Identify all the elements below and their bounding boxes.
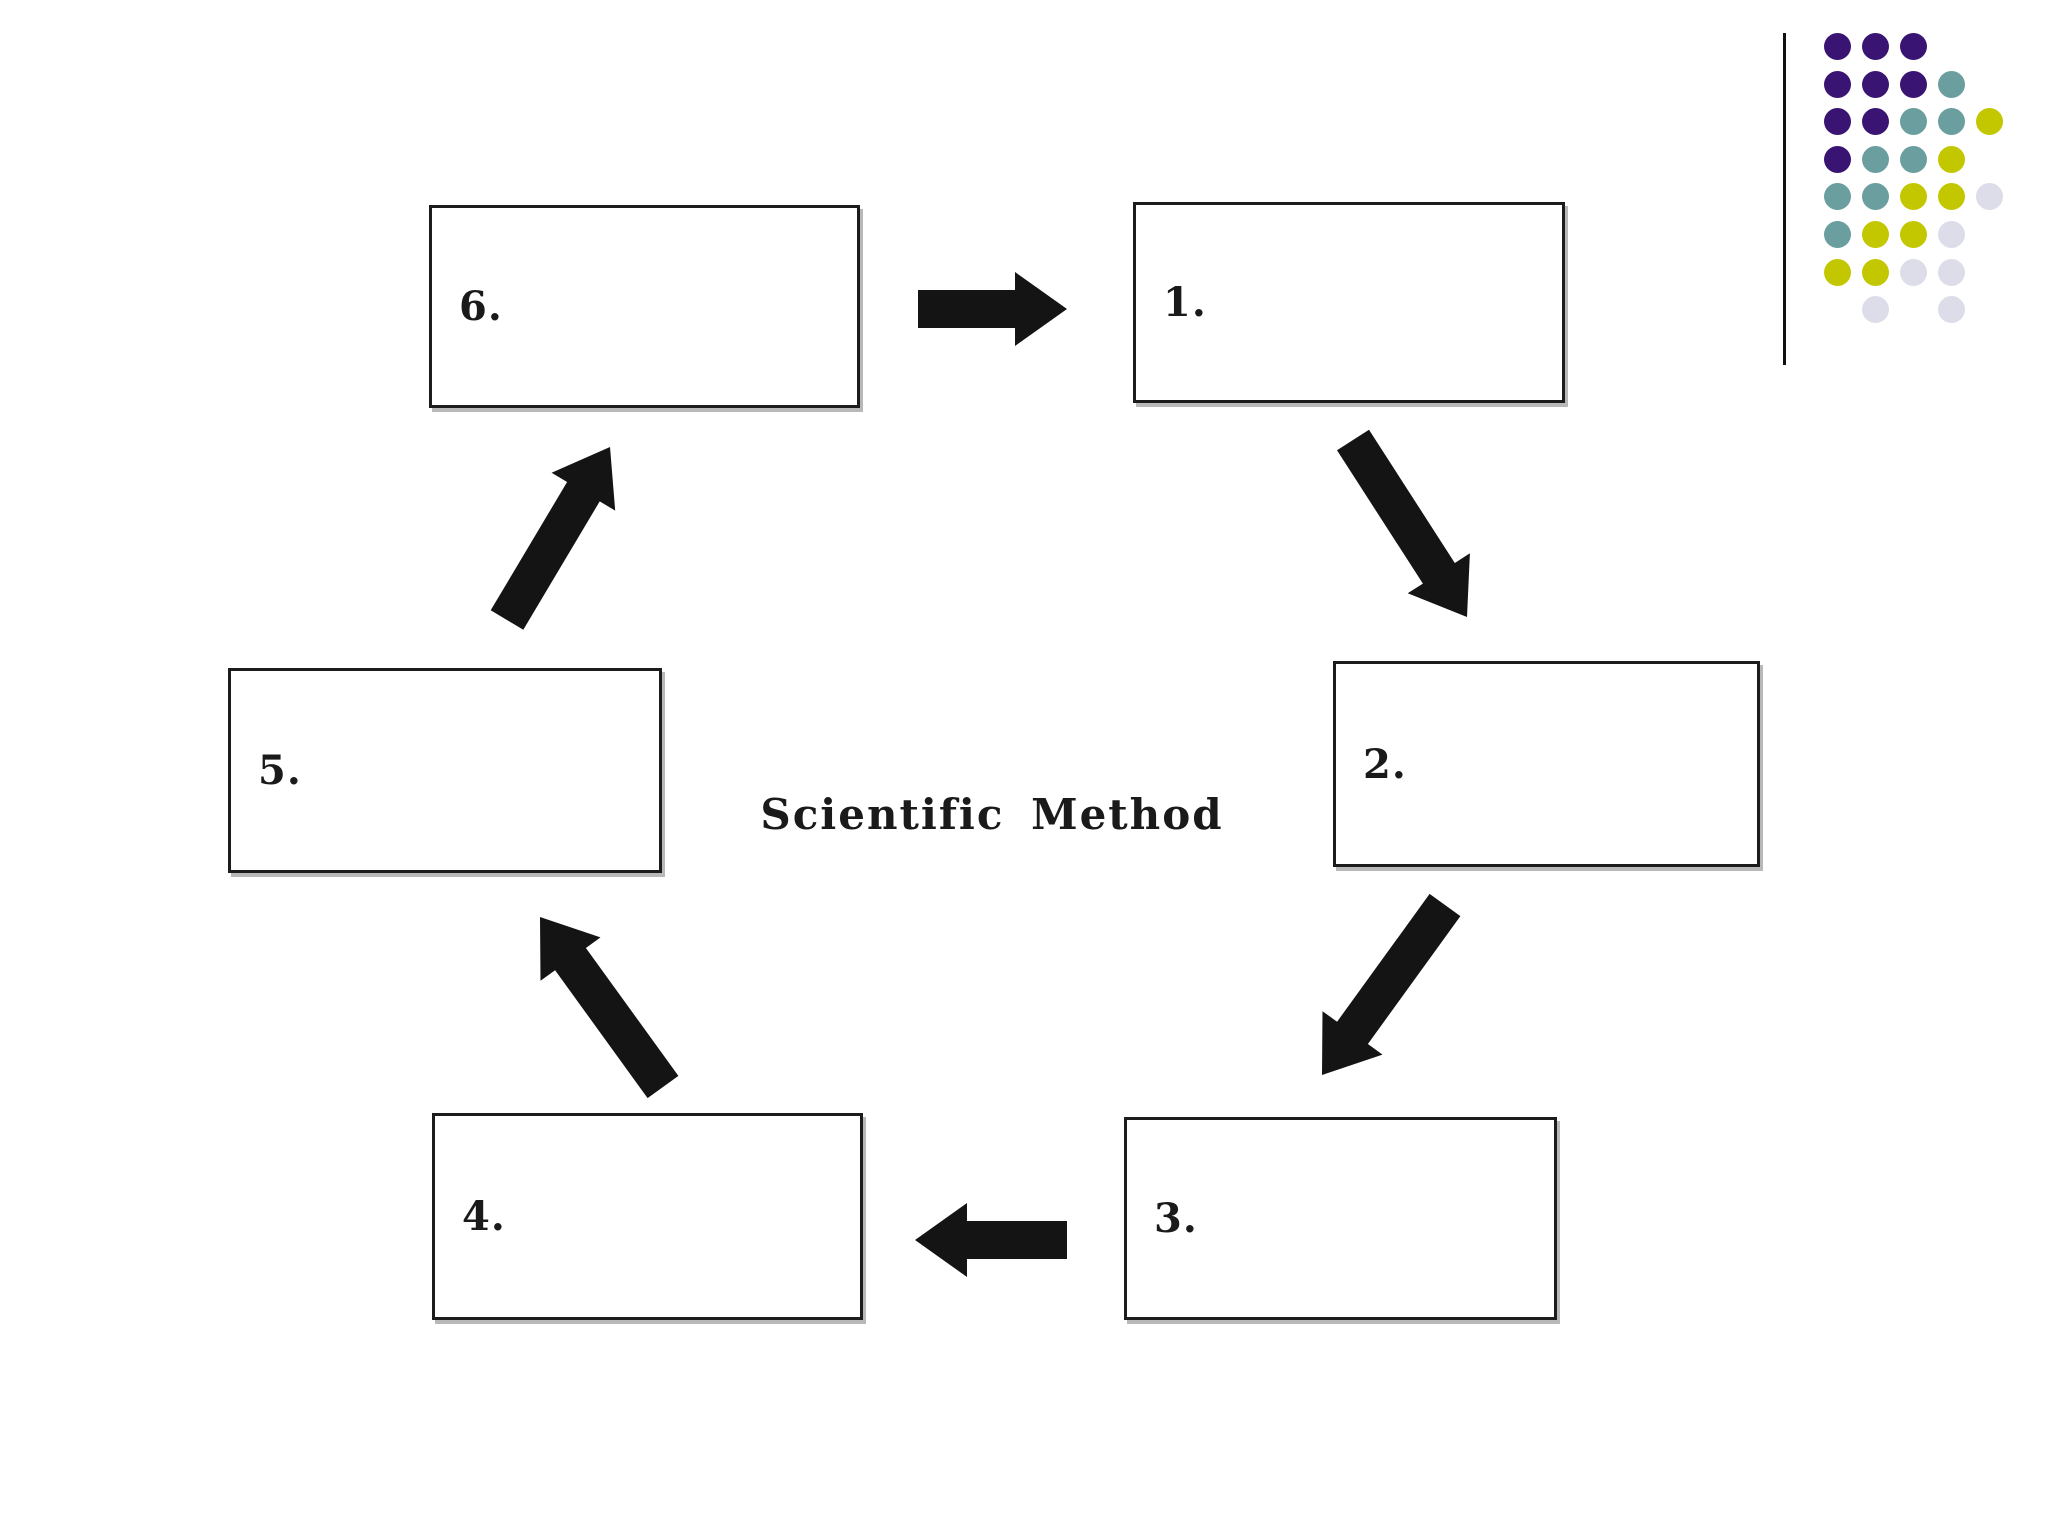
decorative-dot bbox=[1862, 221, 1889, 248]
decorative-dot bbox=[1824, 145, 1851, 173]
flow-box-6: 6. bbox=[429, 205, 860, 408]
decorative-dot bbox=[1900, 183, 1927, 211]
decorative-dot bbox=[1900, 108, 1927, 136]
decorative-dot bbox=[1900, 33, 1927, 60]
decorative-dot bbox=[1862, 108, 1889, 136]
box-2-number: 2. bbox=[1363, 740, 1407, 788]
decorative-dot bbox=[1900, 221, 1927, 248]
dot-pattern-decoration bbox=[1824, 33, 2044, 333]
box-1-number: 1. bbox=[1163, 279, 1207, 326]
flow-box-2: 2. bbox=[1333, 661, 1760, 867]
arrow-6-to-1 bbox=[918, 272, 1067, 346]
flow-box-3: 3. bbox=[1124, 1117, 1557, 1320]
decorative-dot bbox=[1862, 296, 1889, 324]
decorative-dot bbox=[1824, 33, 1851, 60]
box-6-number: 6. bbox=[459, 283, 503, 330]
decorative-dot bbox=[1824, 183, 1851, 211]
decorative-dot bbox=[1938, 258, 1965, 286]
decorative-dot bbox=[1976, 108, 2003, 136]
decorative-dot bbox=[1862, 33, 1889, 60]
decorative-dot bbox=[1824, 70, 1851, 98]
arrow-5-to-6 bbox=[490, 447, 616, 630]
decorative-dot bbox=[1824, 258, 1851, 286]
decorative-dot bbox=[1938, 145, 1965, 173]
decorative-dot bbox=[1900, 258, 1927, 286]
decorative-dot bbox=[1862, 183, 1889, 211]
decorative-dot bbox=[1938, 70, 1965, 98]
divider-line bbox=[1783, 33, 1786, 365]
flow-box-4: 4. bbox=[432, 1113, 863, 1320]
decorative-dot bbox=[1824, 108, 1851, 136]
decorative-dot bbox=[1862, 70, 1889, 98]
decorative-dot bbox=[1938, 296, 1965, 324]
decorative-dot bbox=[1862, 145, 1889, 173]
decorative-dot bbox=[1938, 183, 1965, 211]
diagram-title: Scientific Method bbox=[760, 790, 1224, 839]
decorative-dot bbox=[1824, 221, 1851, 248]
arrow-2-to-3 bbox=[1322, 893, 1461, 1075]
decorative-dot bbox=[1900, 145, 1927, 173]
box-5-number: 5. bbox=[258, 747, 302, 794]
flow-box-5: 5. bbox=[228, 668, 662, 873]
box-4-number: 4. bbox=[462, 1193, 506, 1240]
flow-box-1: 1. bbox=[1133, 202, 1565, 403]
decorative-dot bbox=[1938, 108, 1965, 136]
arrow-4-to-5 bbox=[540, 917, 679, 1099]
decorative-dot bbox=[1900, 70, 1927, 98]
decorative-dot bbox=[1938, 221, 1965, 248]
decorative-dot bbox=[1862, 258, 1889, 286]
arrow-3-to-4 bbox=[915, 1203, 1067, 1277]
decorative-dot bbox=[1976, 183, 2003, 211]
arrow-1-to-2 bbox=[1337, 429, 1470, 617]
box-3-number: 3. bbox=[1154, 1195, 1198, 1242]
